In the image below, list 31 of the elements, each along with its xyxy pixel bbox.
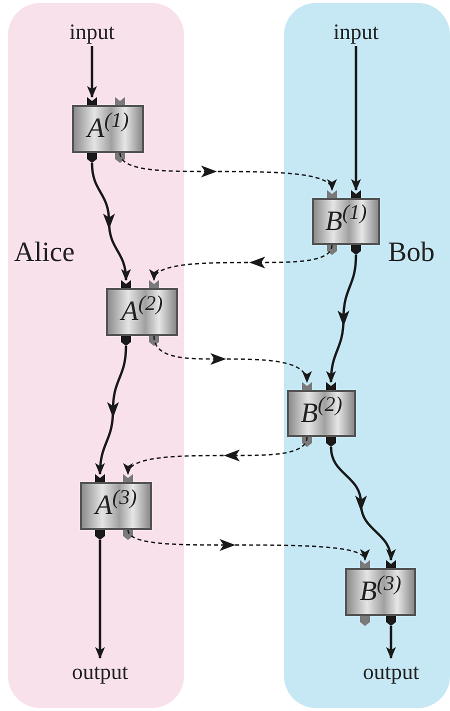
module-label: A$^{(1)}$: [87, 115, 129, 143]
process-box: [72, 105, 144, 153]
process-box: [80, 482, 152, 530]
io-label: output: [55, 658, 145, 686]
dashed-arrow: [123, 436, 308, 475]
arrow: [87, 46, 97, 98]
swimlane-band: [8, 3, 184, 708]
module-label: A$^{(3)}$: [95, 492, 137, 520]
process-box: [106, 288, 178, 336]
swimlane-band: [284, 3, 450, 708]
arrow: [351, 46, 361, 191]
arrow: [386, 626, 396, 659]
dashed-arrow: [153, 336, 312, 383]
module-label: A$^{(2)}$: [121, 298, 163, 326]
lane-label: Bob: [388, 239, 435, 267]
arrow: [95, 346, 128, 475]
io-label: input: [57, 18, 127, 46]
module-label: B$^{(3)}$: [360, 578, 402, 606]
arrow: [90, 162, 131, 281]
arrow: [95, 540, 105, 659]
dashed-arrow: [149, 244, 333, 281]
lane-label: Alice: [14, 239, 75, 267]
io-label: input: [321, 18, 391, 46]
process-box: [345, 568, 416, 616]
arrow: [326, 254, 358, 383]
dashed-arrow: [127, 530, 370, 561]
dashed-arrow: [119, 152, 337, 191]
arrow: [330, 446, 396, 561]
io-label: output: [347, 658, 435, 686]
process-box: [312, 198, 380, 245]
process-box: [287, 390, 356, 437]
